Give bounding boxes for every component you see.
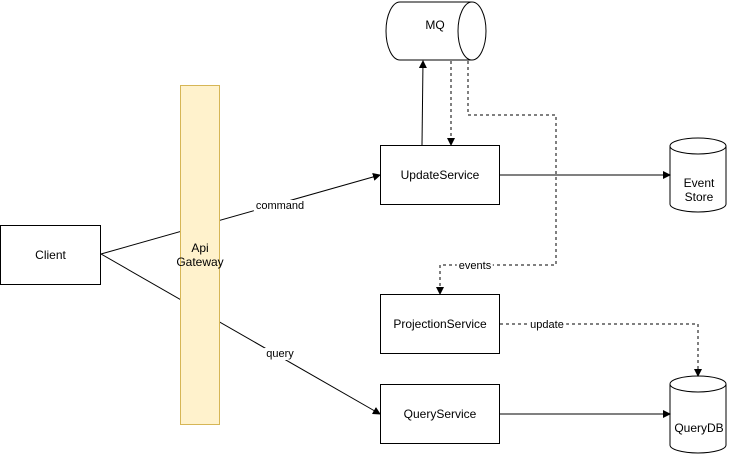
projection-service-box: ProjectionService — [380, 294, 500, 354]
api-gateway-box: Api Gateway — [176, 85, 224, 425]
edge-update — [500, 323, 702, 377]
edge-query — [100, 253, 381, 415]
edge-label-update: update — [528, 319, 566, 331]
edge-label-query: query — [264, 348, 296, 360]
gateway-label-line1: Api — [191, 241, 209, 255]
update-service-box: UpdateService — [380, 145, 500, 205]
query-db-label: QueryDB — [674, 421, 724, 435]
mq-cylinder — [385, 1, 487, 61]
event-store-label-line1: Event — [683, 176, 715, 190]
edge-update-to-mq — [418, 60, 427, 146]
client-label: Client — [35, 248, 66, 262]
projection-service-label: ProjectionService — [393, 317, 487, 331]
gateway-label-line2: Gateway — [176, 255, 224, 269]
edge-label-events: events — [456, 260, 494, 272]
update-service-label: UpdateService — [400, 168, 480, 182]
query-db-cylinder — [669, 375, 727, 454]
query-service-label: QueryService — [403, 407, 477, 421]
client-box: Client — [0, 225, 101, 285]
edge-label-command: command — [253, 200, 307, 212]
query-service-box: QueryService — [380, 384, 500, 444]
event-store-cylinder — [669, 137, 727, 213]
mq-label: MQ — [425, 18, 445, 32]
edge-command — [100, 173, 381, 255]
event-store-label-line2: Store — [684, 190, 714, 204]
edge-events — [436, 61, 557, 295]
event-store-label: Event Store — [684, 176, 715, 204]
